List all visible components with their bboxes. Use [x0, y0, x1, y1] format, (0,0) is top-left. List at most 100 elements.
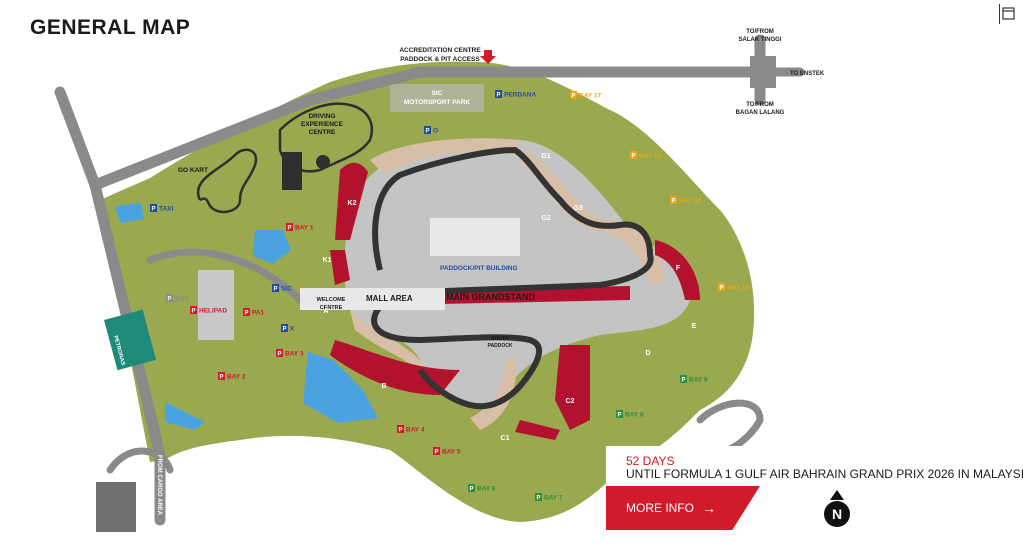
parking-prefix: P: [219, 375, 223, 381]
parking-marker[interactable]: P BAY 2: [218, 372, 246, 381]
parking-icon: [286, 223, 293, 231]
welcome-centre-label: WELCOME: [317, 297, 346, 303]
parking-prefix: P: [719, 286, 723, 292]
salak-label: SALAK TINGGI: [739, 37, 782, 43]
parking-icon: [616, 410, 623, 418]
bagan-label: BAGAN LALANG: [736, 110, 785, 116]
parking-icon: [397, 425, 404, 433]
parking-label: BAY 17: [579, 93, 601, 100]
grandstand-label: E: [692, 323, 697, 330]
cargo-building: [96, 482, 136, 532]
grandstand-label: C1: [501, 435, 510, 442]
parking-icon: [150, 204, 157, 212]
from-cargo-label: FROM CARGO AREA: [156, 455, 162, 516]
parking-marker[interactable]: P BAY 5: [433, 447, 461, 456]
parking-icon: [535, 493, 542, 501]
parking-marker[interactable]: P BAY 1: [286, 223, 314, 232]
parking-icon: [166, 294, 173, 302]
more-info-label: MORE INFO: [626, 501, 694, 515]
parking-label: O: [433, 128, 438, 135]
parking-marker[interactable]: P SIC: [272, 284, 292, 293]
lakes: [115, 203, 378, 430]
parking-prefix: P: [287, 226, 291, 232]
welcome-centre-label: CENTRE: [320, 305, 343, 311]
parking-label: SIC: [281, 286, 292, 293]
go-kart-label: GO KART: [178, 167, 208, 174]
accreditation-label: PADDOCK & PIT ACCESS: [400, 56, 480, 63]
driving-centre-label: EXPERIENCE: [301, 121, 344, 128]
page-title: GENERAL MAP: [30, 16, 191, 39]
bagan-label: TO/FROM: [746, 102, 774, 108]
parking-label: X: [290, 326, 295, 333]
parking-icon: [680, 375, 687, 383]
grandstand-label: G2: [541, 215, 550, 222]
parking-icon: [495, 90, 502, 98]
parking-prefix: P: [631, 154, 635, 160]
parking-prefix: P: [151, 207, 155, 213]
parking-label: BAY 3: [285, 351, 304, 358]
parking-label: BAY 8: [625, 412, 644, 419]
arrow-right-icon: →: [702, 500, 716, 516]
petronas-station: [104, 309, 157, 371]
grandstand-label: A: [323, 308, 328, 315]
go-kart-track: [196, 148, 258, 214]
main-grandstand-label: MAIN GRANDSTAND: [446, 292, 535, 302]
parking-label: BAY 12: [727, 285, 749, 292]
parking-prefix: P: [434, 450, 438, 456]
parking-label: BAY 4: [406, 427, 425, 434]
countdown-event: UNTIL FORMULA 1 GULF AIR BAHRAIN GRAND P…: [626, 467, 1024, 481]
driving-centre-label: DRIVING: [308, 113, 335, 120]
parking-prefix: P: [398, 428, 402, 434]
parking-label: BAY 5: [442, 449, 461, 456]
south-paddock-label: PADDOCK: [488, 343, 513, 349]
grandstand-label: G3: [573, 205, 582, 212]
accreditation-label: ACCREDITATION CENTRE: [399, 47, 481, 54]
parking-prefix: P: [536, 496, 540, 502]
parking-label: BAY 6: [477, 486, 496, 493]
grandstand-label: K2: [348, 200, 357, 207]
parking-prefix: P: [191, 309, 195, 315]
grandstand-label: D: [645, 350, 650, 357]
calendar-icon[interactable]: [999, 4, 1018, 24]
parking-icon: [243, 308, 250, 316]
parking-icon: [276, 349, 283, 357]
parking-marker[interactable]: P BAY 4: [397, 425, 425, 434]
parking-label: BAY 2: [227, 374, 246, 381]
parking-icon: [281, 324, 288, 332]
driving-dome: [316, 155, 330, 169]
more-info-button[interactable]: MORE INFO →: [606, 486, 760, 530]
enstek-label: TO ENSTEK: [790, 71, 825, 77]
parking-marker[interactable]: P BAY 12: [718, 283, 749, 292]
salak-label: TO/FROM: [746, 29, 774, 35]
parking-label: HELIPAD: [199, 308, 227, 315]
parking-prefix: P: [681, 378, 685, 384]
parking-prefix: P: [425, 129, 429, 135]
race-track: [371, 147, 654, 410]
arrow-down-icon: [480, 50, 496, 64]
helipad-area: [198, 270, 234, 340]
countdown-days: 52 DAYS: [626, 454, 675, 468]
countdown-panel: 52 DAYS UNTIL FORMULA 1 GULF AIR BAHRAIN…: [606, 446, 1024, 536]
parking-marker[interactable]: P HELIPAD: [190, 306, 227, 315]
parking-prefix: P: [671, 199, 675, 205]
parking-label: BAY 1: [295, 225, 314, 232]
grandstand-label: G1: [541, 153, 550, 160]
grandstand-label: B: [381, 383, 386, 390]
road-junction: [750, 56, 776, 88]
parking-prefix: P: [273, 287, 277, 293]
